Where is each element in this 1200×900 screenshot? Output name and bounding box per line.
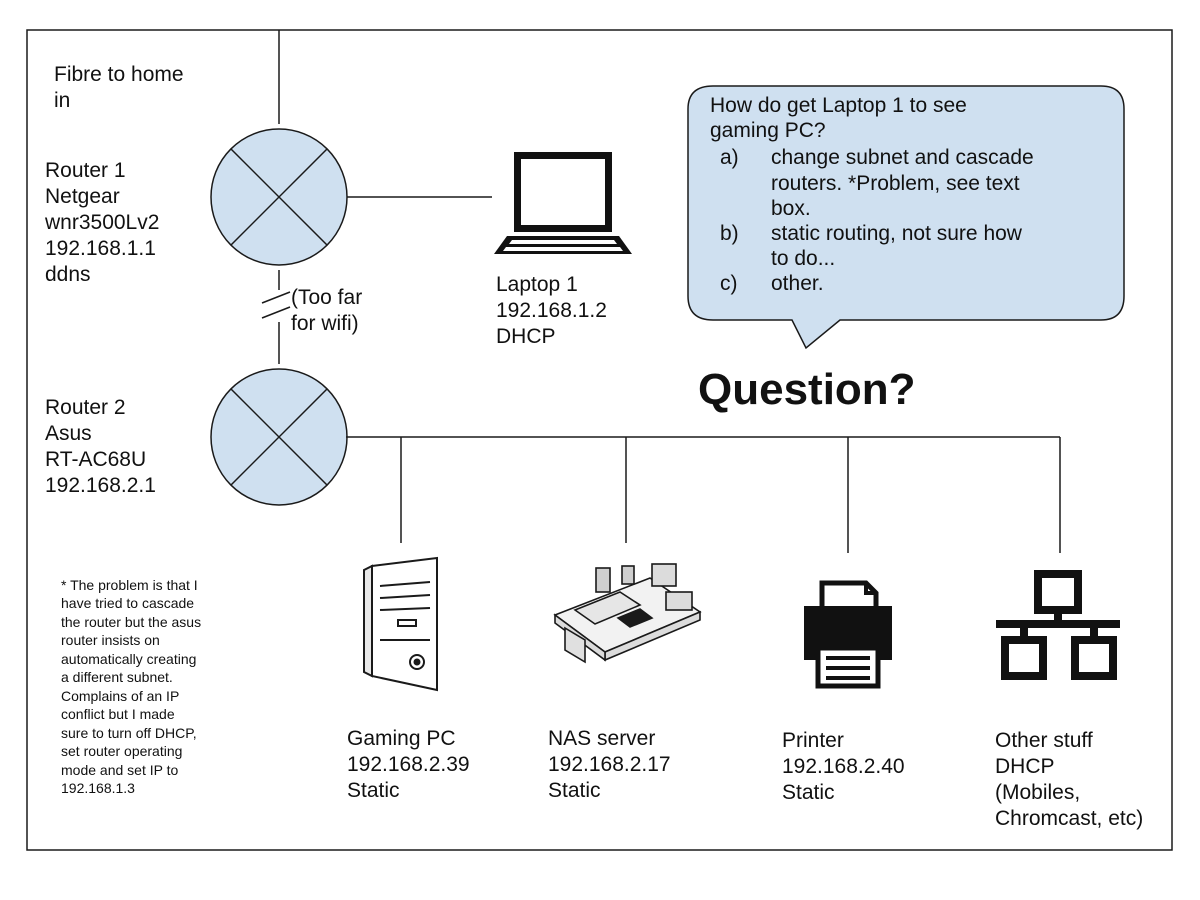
link-break-mark-2 <box>261 306 291 319</box>
other-stuff-label: Other stuff DHCP (Mobiles, Chromcast, et… <box>995 729 1144 831</box>
laptop-icon <box>494 152 632 254</box>
bubble-option: a) change subnet and cascade routers. *P… <box>710 145 1080 221</box>
bubble-option: c) other. <box>710 271 1080 296</box>
fibre-label: Fibre to home in <box>54 63 184 113</box>
bubble-option: b) static routing, not sure how to do... <box>710 221 1080 271</box>
laptop-label: Laptop 1 192.168.1.2 DHCP <box>496 273 607 349</box>
nas-label: NAS server 192.168.2.17 Static <box>548 727 671 803</box>
router-icon <box>210 368 348 506</box>
speech-bubble <box>687 85 1125 350</box>
option-letter: b) <box>720 221 739 245</box>
bubble-content: How do get Laptop 1 to see gaming PC? a)… <box>710 93 1080 297</box>
question-heading: Question? <box>698 365 916 414</box>
option-text: other. <box>771 272 824 296</box>
bubble-question: How do get Laptop 1 to see gaming PC? <box>710 94 967 143</box>
router-icon <box>210 128 348 266</box>
desktop-tower-icon <box>363 556 438 692</box>
too-far-label: (Too far for wifi) <box>291 286 363 336</box>
option-letter: c) <box>720 272 738 296</box>
diagram-frame <box>26 29 1173 851</box>
printer-label: Printer 192.168.2.40 Static <box>782 729 905 805</box>
router2-label: Router 2 Asus RT-AC68U 192.168.2.1 <box>45 396 156 498</box>
router1-label: Router 1 Netgear wnr3500Lv2 192.168.1.1 … <box>45 159 160 287</box>
printer-icon <box>804 580 892 689</box>
option-letter: a) <box>720 146 739 170</box>
network-hierarchy-icon <box>996 570 1120 680</box>
problem-note: * The problem is that I have tried to ca… <box>61 577 202 797</box>
link-break-mark-1 <box>261 291 291 304</box>
option-text: change subnet and cascade routers. *Prob… <box>771 146 1034 220</box>
option-text: static routing, not sure how to do... <box>771 221 1022 271</box>
raspberry-pi-board-icon <box>553 563 702 664</box>
gaming-pc-label: Gaming PC 192.168.2.39 Static <box>347 727 470 803</box>
